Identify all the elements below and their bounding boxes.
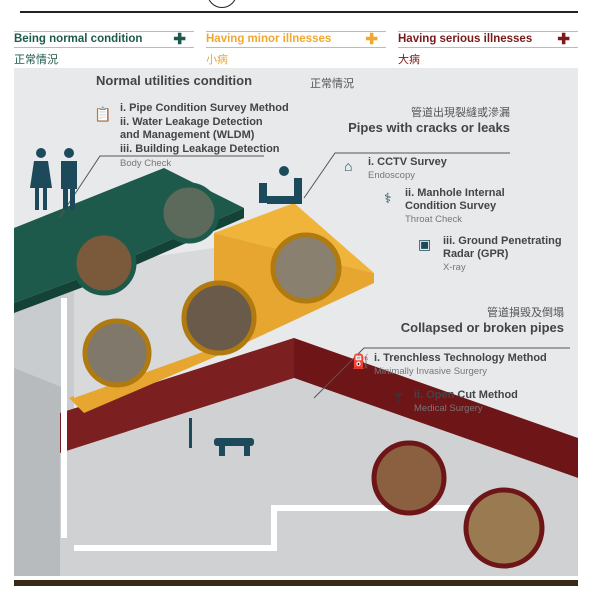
normal-item: ii. Water Leakage Detection [120,116,263,128]
normal-title: Normal utilities condition [96,73,253,88]
collapsed-item-label: i. Trenchless Technology Method [374,352,547,364]
legend-serious-zh: 大病 [398,54,420,66]
xray-icon: ▣ [418,236,432,252]
building-left-front [14,368,64,576]
plus-icon: ✚ [557,31,570,48]
legend-normal: Being normal condition ✚ [14,31,194,48]
cracks-item-label: ii. Manhole Internal [405,187,505,199]
photo-circle [371,440,447,516]
throat-check-icon: ⚕ [384,190,392,206]
cracks-title-zh: 管道出現裂縫或滲漏 [411,107,510,119]
bottom-rule [14,580,578,586]
normal-note: Body Check [120,158,172,169]
pipe [61,298,494,551]
cracks-item-note: Throat Check [405,214,463,225]
normal-item: and Management (WLDM) [120,129,255,141]
collapsed-item-label: ii. Open Cut Method [414,389,518,401]
cracks-item-note: Endoscopy [368,170,416,181]
plus-icon: ✚ [365,31,378,48]
legend-serious: Having serious illnesses ✚ [398,31,578,48]
photo-circle [71,230,137,296]
normal-item: i. Pipe Condition Survey Method [120,102,289,114]
legend-minor-zh: 小病 [206,54,228,66]
collapsed-item-note: Medical Surgery [414,403,483,414]
photo-circle [270,232,342,304]
top-circle-ornament [207,0,237,8]
illustration-panel: Normal utilities condition 正常情況 📋 i. Pip… [14,68,578,576]
surgery-icon: ⚚ [392,390,405,406]
cracks-item-note: X-ray [443,262,466,273]
photo-circle [158,182,220,244]
legend-normal-zh: 正常情況 [14,54,58,66]
legend-minor-label: Having minor illnesses [206,33,332,45]
normal-item: iii. Building Leakage Detection [120,143,280,155]
clipboard-doctor-icon: 📋 [94,106,110,122]
photo-circle [463,487,545,569]
cracks-item-label: Condition Survey [405,200,497,212]
collapsed-title: Collapsed or broken pipes [400,320,564,335]
serious-layer-side [60,338,294,453]
photo-circle [82,318,152,388]
photo-circle [181,280,257,356]
stretcher-icon: ⛽ [352,353,368,369]
top-rule [20,11,578,13]
cracks-item-label: iii. Ground Penetrating [443,235,562,247]
plus-icon: ✚ [173,31,186,48]
endoscopy-icon: ⌂ [344,158,353,174]
legend-minor: Having minor illnesses ✚ [206,31,386,48]
cracks-title: Pipes with cracks or leaks [348,120,510,135]
legend-serious-label: Having serious illnesses [398,33,533,45]
legend-normal-label: Being normal condition [14,33,143,45]
layer-illustration [14,148,578,576]
normal-title-zh: 正常情況 [310,78,354,90]
leader-line [303,152,510,199]
people-icon [30,148,302,456]
leader-line [313,347,570,399]
cracks-item-label: Radar (GPR) [443,248,509,260]
cracks-item-label: i. CCTV Survey [368,156,447,168]
collapsed-title-zh: 管道損毀及倒塌 [487,307,564,319]
collapsed-item-note: Minimally Invasive Surgery [374,366,487,377]
